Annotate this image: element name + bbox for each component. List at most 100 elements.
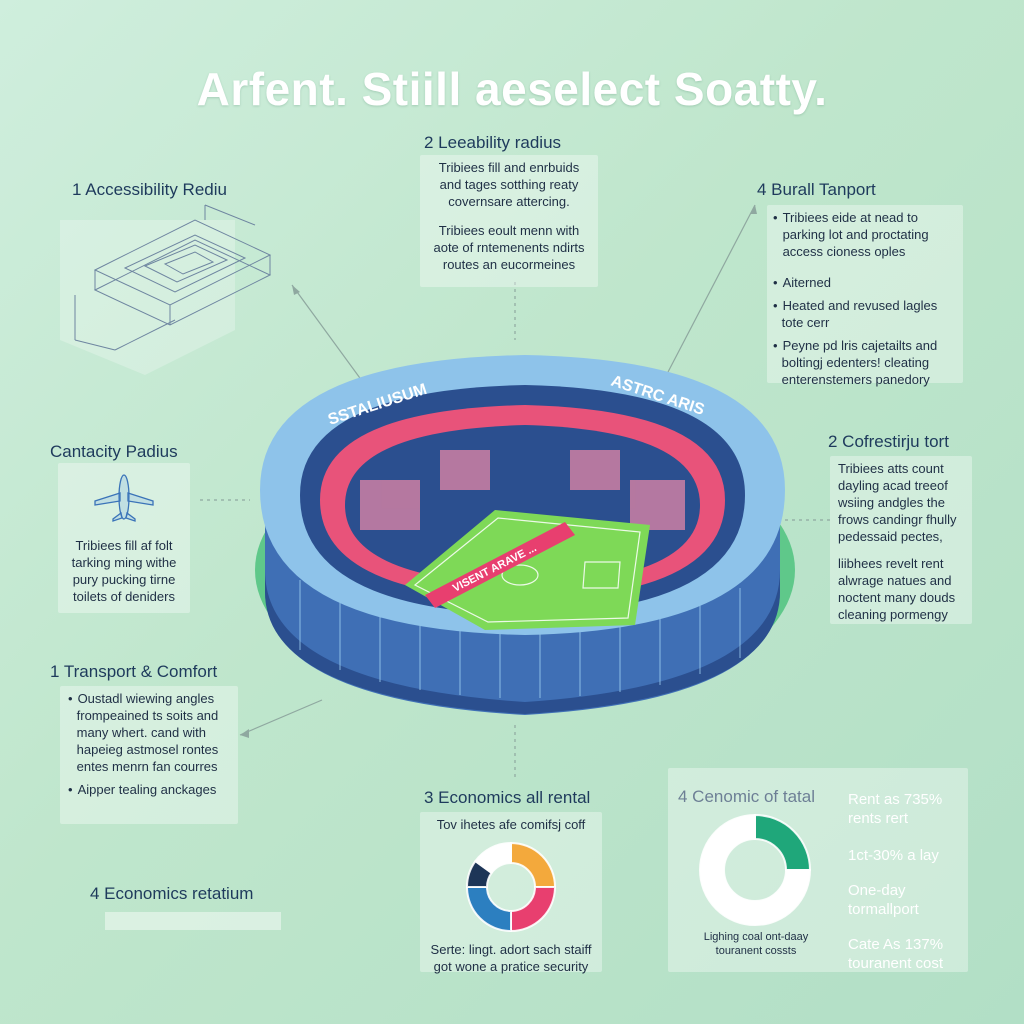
transport-bullet: many whert. cand with xyxy=(68,724,238,741)
cofrestirju-line: alwrage natues and xyxy=(838,573,952,588)
burall-line: parking lot and proctating xyxy=(782,227,929,242)
stat-line: tormallport xyxy=(848,901,919,918)
economics-rental-heading: 3 Economics all rental xyxy=(424,788,591,807)
capacity-heading: Cantacity Padius xyxy=(50,442,178,461)
stat-line: One-day xyxy=(848,882,906,899)
stat-line: touranent cost xyxy=(848,955,944,972)
leasability-line: aote of rntemenents ndirts xyxy=(433,240,585,255)
burall-bullet: tote cerr xyxy=(773,314,963,331)
leasability-line: Tribiees fill and enrbuids xyxy=(438,160,580,175)
stadium-illustration: VISENT ARAVE ... SSTALIUSUM ASTRC ARIS xyxy=(255,355,795,715)
capacity-line: tarking ming withe xyxy=(71,555,177,570)
donut-slice xyxy=(474,841,512,875)
bullet-dot xyxy=(68,741,72,758)
transport-bullet-text: Oustadl wiewing angles xyxy=(77,691,215,706)
burall-bullet-text: Peyne pd lris cajetailts and xyxy=(782,338,938,353)
bullet-dot xyxy=(68,758,72,775)
cofrestirju-line: wsiing andgles the xyxy=(838,495,945,510)
transport-bullet-text: frompeained ts soits and xyxy=(76,708,219,723)
bullet-dot: • xyxy=(68,782,73,797)
leasability-panel: Tribiees fill and enrbuids and tages sot… xyxy=(420,155,598,287)
burall-bullet-text: Aiterned xyxy=(782,275,831,290)
cofrestirju-line: liibhees revelt rent xyxy=(838,556,944,571)
economics-retatium-heading: 4 Economics retatium xyxy=(90,884,254,903)
leasability-heading: 2 Leeability radius xyxy=(424,133,562,152)
donut-slice xyxy=(510,841,557,888)
transport-bullet: • Oustadl wiewing angles xyxy=(68,690,238,707)
economics-rental-bottom: Serte: lingt. adort sach staiff xyxy=(430,942,592,957)
cofrestirju-line: Tribiees atts count xyxy=(838,461,944,476)
cenomic-heading: 4 Cenomic of tatal xyxy=(678,787,816,806)
transport-bullet: frompeained ts soits and xyxy=(68,707,238,724)
stadium-pitch xyxy=(405,510,650,630)
economics-donut-chart xyxy=(465,841,557,933)
transport-list: • Oustadl wiewing angles frompeained ts s… xyxy=(68,690,238,798)
bullet-dot: • xyxy=(773,298,778,313)
capacity-line: toilets of deniders xyxy=(73,589,175,604)
burall-bullet: • Heated and revused lagles xyxy=(773,297,963,314)
leasability-line: covernsare attercing. xyxy=(448,194,570,209)
cenomic-caption-line: Lighing coal ont-daay xyxy=(703,931,809,943)
transport-bullet: hapeieg astmosel rontes xyxy=(68,741,238,758)
burall-bullet-text: boltingj edenters! cleating xyxy=(781,355,930,370)
cofrestirju-line: pedessaid pectes, xyxy=(838,529,943,544)
burall-bullet-text: tote cerr xyxy=(781,315,830,330)
transport-bullet-text: many whert. cand with xyxy=(76,725,206,740)
stat-line: rents rert xyxy=(848,810,909,827)
cofrestirju-heading: 2 Cofrestirju tort xyxy=(828,432,949,451)
burall-bullet: enterenstemers panedory xyxy=(773,371,963,388)
cofrestirju-panel: Tribiees atts count dayling acad treeof … xyxy=(830,456,972,624)
transport-panel: • Oustadl wiewing angles frompeained ts s… xyxy=(60,686,238,824)
capacity-line: pury pucking tirne xyxy=(72,572,176,587)
cofrestirju-line: frows candingr fhully xyxy=(838,512,957,527)
stat-line: Cate As 137% xyxy=(848,936,944,953)
transport-bullet: entes menrn fan courres xyxy=(68,758,238,775)
airplane-icon xyxy=(94,474,154,522)
transport-bullet: • Aipper tealing anckages xyxy=(68,781,238,798)
cenomic-stats: Rent as 735% rents rert 1ct-30% a lay On… xyxy=(848,790,968,973)
economics-rental-bottom: got wone a pratice security xyxy=(433,959,589,974)
transport-heading: 1 Transport & Comfort xyxy=(50,662,218,681)
cofrestirju-line: dayling acad treeof xyxy=(838,478,948,493)
burall-list: • Aiterned • Heated and revused lagles tote… xyxy=(773,274,963,388)
bullet-dot: • xyxy=(68,691,73,706)
burall-panel: • Tribiees eide at nead to parking lot a… xyxy=(767,205,963,387)
bullet-dot xyxy=(68,707,72,724)
burall-bullet: boltingj edenters! cleating xyxy=(773,354,963,371)
page-title: Arfent. Stiill aeselect Soatty. xyxy=(196,63,828,115)
burall-line: access cioness oples xyxy=(782,244,906,259)
bullet-dot xyxy=(773,314,777,331)
cofrestirju-line: cleaning pormengy xyxy=(838,607,948,622)
donut-slice xyxy=(510,886,557,933)
building-wireframe-icon xyxy=(60,204,272,375)
cenomic-donut-chart xyxy=(699,813,812,926)
stat-line: Rent as 735% xyxy=(848,791,943,808)
economics-retatium-bar xyxy=(105,912,281,930)
cenomic-caption-line: touranent cossts xyxy=(715,945,797,957)
burall-bullet: • Peyne pd lris cajetailts and xyxy=(773,337,963,354)
donut-slice xyxy=(699,813,812,926)
cofrestirju-line: noctent many douds xyxy=(838,590,956,605)
leasability-line: routes an eucormeines xyxy=(442,257,576,272)
capacity-line: Tribiees fill af folt xyxy=(75,538,173,553)
burall-heading: 4 Burall Tanport xyxy=(757,180,876,199)
transport-bullet-text: Aipper tealing anckages xyxy=(77,782,217,797)
cenomic-caption: Lighing coal ont-daay touranent cossts xyxy=(672,930,840,958)
donut-slice xyxy=(465,886,512,933)
burall-bullet-text: enterenstemers panedory xyxy=(781,372,930,387)
economics-rental-panel: Tov ihetes afe comifsj coff Serte: lingt… xyxy=(420,812,602,974)
burall-bullet: • Aiterned xyxy=(773,274,963,291)
leasability-line: Tribiees eoult menn with xyxy=(438,223,580,238)
bullet-dot: • xyxy=(773,275,778,290)
transport-bullet-text: entes menrn fan courres xyxy=(76,759,218,774)
economics-rental-top: Tov ihetes afe comifsj coff xyxy=(436,817,586,832)
leasability-line: and tages sotthing reaty xyxy=(439,177,579,192)
transport-bullet-text: hapeieg astmosel rontes xyxy=(76,742,219,757)
stat-line: 1ct-30% a lay xyxy=(848,847,939,864)
burall-bullet-text: Heated and revused lagles xyxy=(782,298,938,313)
accessibility-heading: 1 Accessibility Rediu xyxy=(72,180,227,199)
donut-slice xyxy=(754,813,812,871)
capacity-panel: Tribiees fill af folt tarking ming withe… xyxy=(58,463,190,613)
bullet-dot: • xyxy=(773,338,778,353)
